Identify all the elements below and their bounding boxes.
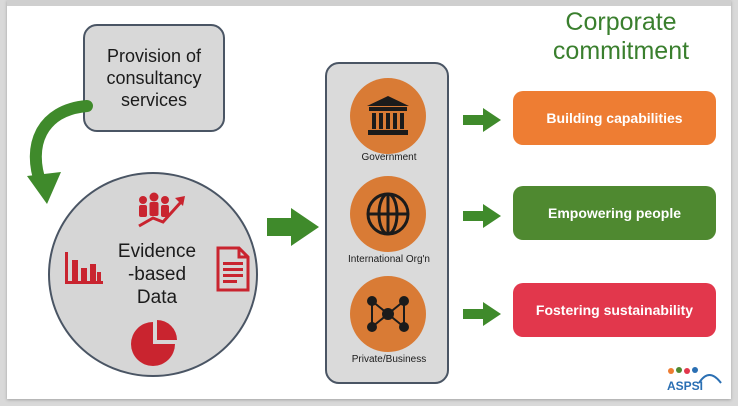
arrow-right-icon	[267, 208, 319, 246]
curved-arrow-icon	[27, 100, 93, 204]
commitment-item-empowering: Empowering people	[513, 186, 716, 240]
people-growth-icon	[138, 192, 185, 228]
evidence-text: Evidence -based Data	[117, 241, 197, 308]
document-icon	[216, 246, 250, 292]
stakeholder-label-government: Government	[361, 152, 417, 163]
top-strip	[7, 0, 731, 6]
commitment-title: Corporate commitment	[552, 8, 690, 65]
private-circle	[350, 276, 426, 352]
international-circle	[350, 176, 426, 252]
commitment-item-fostering: Fostering sustainability	[513, 283, 716, 337]
consultancy-box: Provision of consultancy services	[83, 24, 225, 132]
consultancy-text: Provision of consultancy services	[106, 46, 202, 110]
government-circle	[350, 78, 426, 154]
arrow-right-icon	[463, 204, 501, 228]
commitment-item-building: Building capabilities	[513, 91, 716, 145]
diagram-frame: Provision of consultancy services Eviden…	[7, 0, 731, 399]
arrow-right-icon	[463, 108, 501, 132]
stakeholder-label-international: International Org'n	[348, 254, 430, 265]
globe-icon	[366, 192, 410, 236]
logo-text: ASPSI	[667, 379, 703, 393]
government-building-icon	[367, 96, 409, 135]
arrow-right-icon	[463, 302, 501, 326]
aspsi-logo: ASPSI	[667, 367, 722, 393]
stakeholder-label-private: Private/Business	[351, 354, 427, 365]
bar-chart-icon	[65, 252, 103, 284]
pie-chart-icon	[131, 320, 177, 366]
network-people-icon	[367, 296, 409, 332]
